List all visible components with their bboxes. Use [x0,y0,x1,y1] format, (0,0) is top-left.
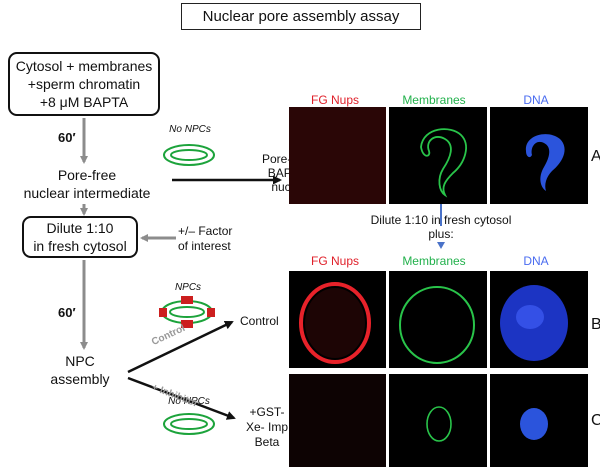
start-condition-box: Cytosol + membranes +sperm chromatin +8 … [8,52,160,116]
row-c-label-line-1: +GST- [249,405,285,419]
dilute-note: Dilute 1:10 in fresh cytosol plus: [356,213,526,241]
panel-a-membranes [389,107,487,204]
dna-blob [525,134,565,191]
dilute-note-line-2: plus: [428,227,454,241]
nucleus-schematic-no-npcs-bottom [163,413,215,435]
pore-mark [159,308,167,317]
incubation-time-2: 60′ [58,305,76,320]
panel-c-dna [490,374,588,467]
pore-free-intermediate: Pore-free nuclear intermediate [8,166,166,202]
row-c-label: +GST- Xe- Imp Beta [244,405,290,450]
start-line-3: +8 μM BAPTA [39,94,129,110]
panel-b-membranes [389,271,487,368]
column-title-membranes-top: Membranes [402,93,466,107]
incubation-time-1: 60′ [58,130,76,145]
fg-nups-rim [299,282,371,364]
column-title-fg-nups-bottom: FG Nups [310,254,359,268]
pore-mark [207,308,215,317]
nucleus-schematic-npcs [159,296,215,328]
start-line-1: Cytosol + membranes [15,58,153,74]
row-c-label-line-2: Xe- Imp [245,420,288,434]
row-letter-b: B [591,316,600,333]
panel-c-membranes [389,374,487,467]
membrane-rim [426,406,452,442]
arrow-control [127,320,234,374]
npc-assembly-label: NPC assembly [40,352,120,388]
panel-a-fg-nups [289,107,386,204]
row-letter-a: A [591,148,600,165]
panel-b-fg-nups [289,271,386,368]
figure-title: Nuclear pore assembly assay [181,3,421,30]
column-title-dna-bottom: DNA [523,254,549,268]
membrane-outline [420,128,467,198]
factor-label: +/– Factor of interest [178,224,258,254]
row-b-label: Control [240,314,279,328]
nucleus-schematic-no-npcs-top [163,144,215,166]
pore-mark [181,320,193,328]
panel-a-dna [490,107,588,204]
membrane-rim [399,286,475,364]
dilute-note-line-1: Dilute 1:10 in fresh cytosol [370,213,512,227]
pore-mark [181,296,193,304]
arrow-inhibitor [127,376,236,420]
column-title-fg-nups-top: FG Nups [310,93,359,107]
start-line-2: +sperm chromatin [27,76,141,92]
dilute-box: Dilute 1:10 in fresh cytosol [22,216,138,258]
column-title-membranes-bottom: Membranes [402,254,466,268]
dna-blob [520,408,548,440]
npcs-label: NPCs [174,282,202,293]
npc-line-1: NPC [65,353,95,369]
panel-c-fg-nups [289,374,386,467]
no-npcs-label-top: No NPCs [169,124,211,135]
row-letter-c: C [591,412,600,429]
intermediate-line-1: Pore-free [57,167,117,183]
row-c-label-line-3: Beta [254,435,280,449]
column-title-dna-top: DNA [523,93,549,107]
panel-b-dna [490,271,588,368]
arrow-dilute-note-head [437,242,445,249]
npc-line-2: assembly [50,371,110,387]
factor-line-2: of interest [178,239,231,253]
no-npcs-label-bottom: No NPCs [168,396,210,407]
factor-line-1: +/– Factor [178,224,233,238]
dilute-line-1: Dilute 1:10 [46,220,114,236]
intermediate-line-2: nuclear intermediate [23,185,151,201]
dilute-line-2: in fresh cytosol [33,238,127,254]
